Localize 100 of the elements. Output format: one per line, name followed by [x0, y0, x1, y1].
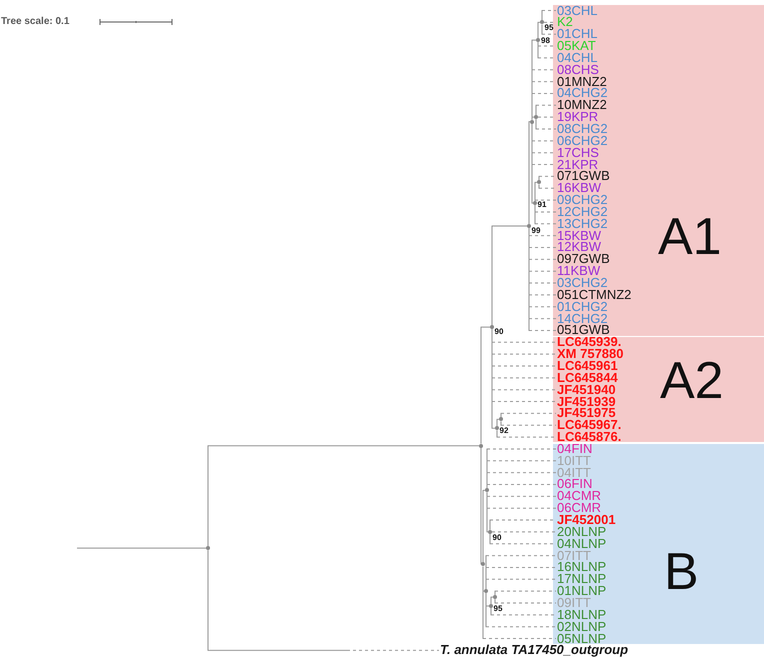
- branch-line: [480, 447, 482, 565]
- branch-point: [530, 120, 534, 124]
- branch-line: [492, 226, 528, 326]
- taxon-label: 07ITT: [557, 550, 591, 562]
- branch-line: [528, 121, 530, 225]
- branch-point: [495, 426, 499, 430]
- taxon-label: 12CHG2: [557, 206, 608, 218]
- taxon-label: 071GWB: [557, 170, 610, 182]
- bootstrap-value: 92: [500, 426, 508, 435]
- taxon-label: 16KBW: [557, 182, 602, 194]
- taxon-label: 01NLNP: [557, 585, 606, 598]
- branch-point: [489, 604, 493, 608]
- bootstrap-value: 95: [494, 604, 502, 613]
- taxon-label: LC645967.: [557, 419, 622, 432]
- bootstrap-value: 95: [544, 24, 554, 32]
- taxon-label: LC645961: [557, 360, 618, 372]
- taxon-label: 14CHG2: [557, 312, 608, 325]
- bootstrap-value: 91: [538, 201, 546, 210]
- branch-line: [538, 22, 540, 39]
- branch-line: [480, 326, 490, 444]
- bootstrap-value: 98: [541, 36, 550, 45]
- branch-point: [533, 201, 537, 206]
- taxon-label: 03CHL: [557, 4, 598, 16]
- branch-point: [490, 325, 494, 330]
- branch-point: [481, 562, 485, 566]
- taxon-label: 21KPR: [557, 158, 598, 171]
- taxon-label: 04NLNP: [557, 538, 606, 550]
- taxon-label: 09ITT: [557, 596, 591, 609]
- taxon-label: 10MNZ2: [557, 99, 607, 112]
- branch-line: [208, 550, 440, 651]
- taxon-label: 06FIN: [557, 478, 592, 490]
- taxon-label: 20NLNP: [557, 526, 606, 538]
- branch-point: [536, 38, 540, 42]
- branch-point: [206, 546, 210, 550]
- branch-line: [534, 182, 538, 202]
- taxon-label: 12KBW: [557, 241, 602, 254]
- taxon-label: JF451940: [557, 384, 616, 396]
- taxon-label: 15KBW: [557, 230, 602, 242]
- taxon-label: XM 757880: [557, 348, 624, 360]
- taxon-label: 01CHL: [557, 28, 598, 40]
- taxon-label: JF451939: [557, 396, 616, 408]
- bootstrap-value: 99: [532, 226, 540, 235]
- branch-line: [492, 531, 556, 532]
- taxon-label: 13CHG2: [557, 218, 608, 230]
- taxon-label: 16NLNP: [557, 561, 606, 574]
- branch-line: [490, 596, 494, 604]
- clade-label: A2: [660, 354, 724, 407]
- branch-point: [488, 530, 492, 534]
- taxon-label: 04ITT: [557, 466, 591, 479]
- branch-line: [532, 123, 534, 204]
- branch-line: [486, 592, 556, 628]
- taxon-label: 05KAT: [557, 40, 596, 52]
- branch-line: [500, 412, 556, 418]
- scale-label: Tree scale: 0.1: [1, 16, 70, 28]
- taxon-label: K2: [557, 16, 573, 28]
- branch-point: [499, 417, 503, 422]
- taxon-label: 08CHG2: [557, 122, 608, 135]
- taxon-label: LC645844: [557, 372, 618, 384]
- branch-line: [532, 116, 534, 120]
- branch-point: [493, 595, 497, 600]
- taxon-label: 10ITT: [557, 454, 591, 467]
- branch-line: [534, 204, 556, 224]
- branch-point: [479, 444, 483, 448]
- taxon-label: 05NLNP: [557, 632, 606, 645]
- taxon-label: 04FIN: [557, 442, 592, 455]
- taxon-label: 17CHS: [557, 146, 599, 159]
- branch-line: [208, 445, 480, 547]
- clade-label: B: [664, 546, 699, 598]
- taxon-label: 01MNZ2: [557, 76, 607, 88]
- branch-line: [486, 492, 488, 532]
- taxon-label: T. annulata TA17450_outgroup: [440, 644, 628, 656]
- clade-label: A1: [658, 210, 722, 263]
- taxon-label: 04CHL: [557, 52, 598, 64]
- taxon-label: 09CHG2: [557, 194, 608, 206]
- branch-point: [537, 180, 541, 184]
- taxon-label: JF452001: [557, 514, 616, 526]
- taxon-label: 18NLNP: [557, 608, 606, 621]
- branch-point: [484, 589, 488, 594]
- branch-line: [486, 578, 556, 590]
- branch-line: [542, 24, 556, 35]
- branch-line: [496, 418, 500, 427]
- taxon-label: 04CMR: [557, 490, 602, 502]
- branch-line: [538, 184, 556, 189]
- branch-line: [536, 104, 556, 116]
- branch-point: [534, 115, 538, 120]
- branch-line: [492, 328, 496, 429]
- taxon-label: LC645876.: [557, 431, 622, 444]
- taxon-label: 11KBW: [557, 265, 600, 278]
- taxon-label: 04CHG2: [557, 87, 608, 100]
- branch-line: [536, 118, 556, 130]
- taxon-label: JF451975: [557, 407, 616, 420]
- taxon-label: 06CMR: [557, 502, 602, 514]
- branch-point: [527, 224, 531, 228]
- branch-line: [482, 566, 556, 640]
- branch-line: [496, 430, 556, 438]
- branch-line: [490, 607, 556, 616]
- branch-line: [542, 10, 556, 21]
- branch-line: [500, 420, 556, 426]
- branch-line: [482, 490, 486, 563]
- branch-point: [540, 20, 544, 24]
